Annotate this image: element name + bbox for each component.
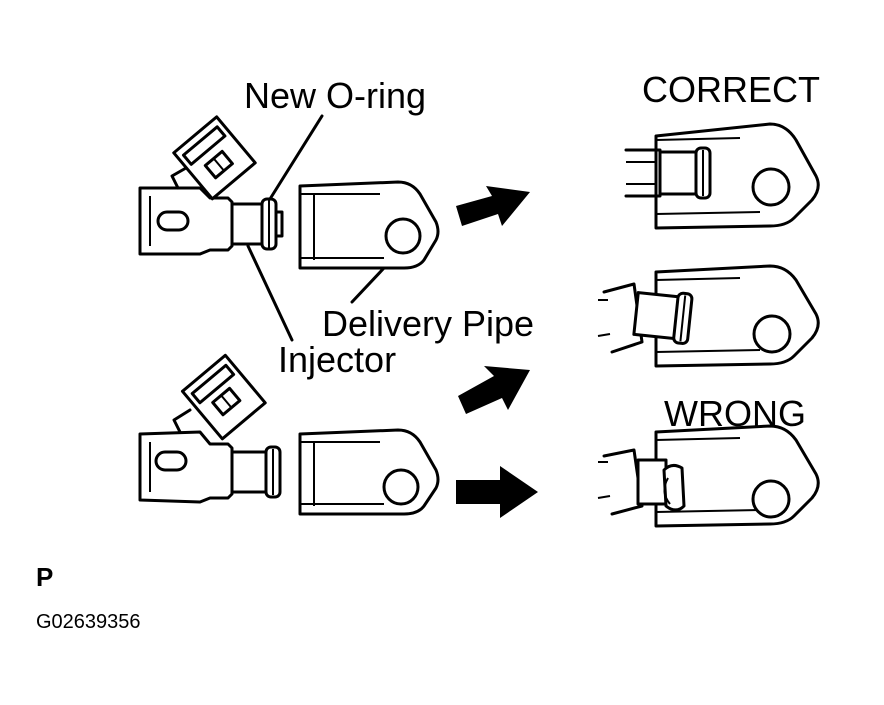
arrow-to-correct	[456, 186, 530, 226]
injector-leader-line	[246, 244, 294, 342]
o-ring-leader-line	[268, 114, 324, 201]
bottom-injector	[138, 353, 282, 504]
delivery-pipe-label: Delivery Pipe	[322, 303, 535, 344]
arrow-to-wrong-loose	[456, 466, 538, 518]
wrong-assembly-tilted	[597, 264, 820, 368]
correct-label: CORRECT	[642, 69, 820, 110]
injector-label: Injector	[278, 339, 397, 380]
figure-code: G02639356	[36, 611, 141, 633]
new-o-ring-label: New O-ring	[244, 75, 427, 116]
top-delivery-pipe	[298, 180, 440, 270]
delivery-pipe-leader-line	[350, 266, 386, 304]
wrong-label: WRONG	[664, 393, 806, 434]
top-injector	[138, 115, 284, 256]
bottom-delivery-pipe	[298, 428, 440, 516]
correct-assembly	[624, 122, 820, 230]
wrong-assembly-pinched	[597, 424, 820, 528]
corner-letter: P	[36, 562, 54, 592]
arrow-to-wrong-tilted	[458, 366, 530, 414]
